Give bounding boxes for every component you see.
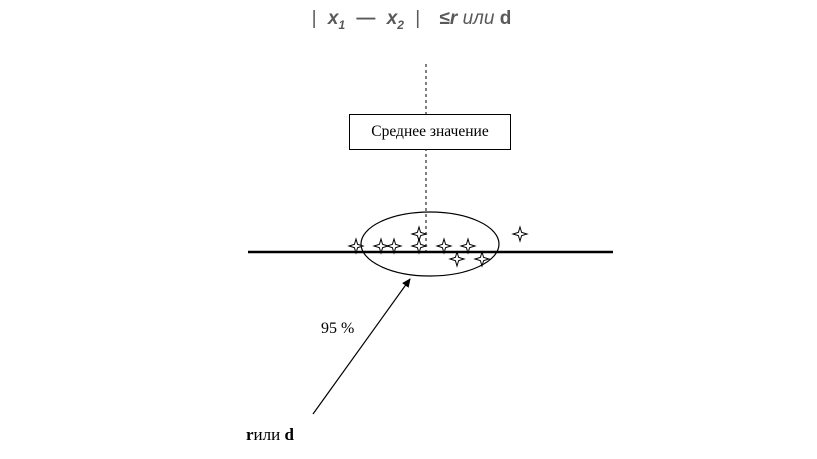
data-points	[347, 225, 529, 268]
mean-value-box: Среднее значение	[349, 114, 511, 150]
formula-x1: x	[327, 8, 339, 29]
data-point-star-icon	[347, 237, 365, 255]
formula-sub1: 1	[338, 17, 346, 32]
formula-d: d	[499, 8, 512, 29]
formula-r: r	[449, 8, 458, 29]
percent-label: 95 %	[321, 320, 355, 337]
abs-bar-right: |	[415, 8, 421, 29]
data-point-star-icon	[511, 225, 529, 243]
mean-value-label: Среднее значение	[371, 123, 489, 140]
data-point-star-icon	[435, 237, 453, 255]
bottom-label: rили d	[246, 425, 294, 445]
formula-title: | x1 — x2 | ≤r или d	[0, 8, 817, 32]
data-point-star-icon	[459, 237, 477, 255]
abs-bar-left: |	[311, 8, 317, 29]
data-point-star-icon	[385, 237, 403, 255]
formula-x2: x	[386, 8, 398, 29]
bottom-label-r: r	[246, 425, 254, 444]
formula-minus: —	[356, 8, 376, 29]
data-point-star-icon	[448, 250, 466, 268]
bottom-label-ili: или	[253, 425, 281, 444]
bottom-label-d: d	[284, 425, 294, 444]
confidence-ellipse	[360, 211, 500, 277]
pointer-arrow	[312, 278, 411, 415]
formula-ili: или	[462, 8, 495, 29]
formula-sub2: 2	[397, 17, 404, 32]
formula-leq: ≤	[439, 8, 450, 29]
data-point-star-icon	[410, 237, 428, 255]
data-point-star-icon	[473, 250, 491, 268]
data-point-star-icon	[372, 237, 390, 255]
